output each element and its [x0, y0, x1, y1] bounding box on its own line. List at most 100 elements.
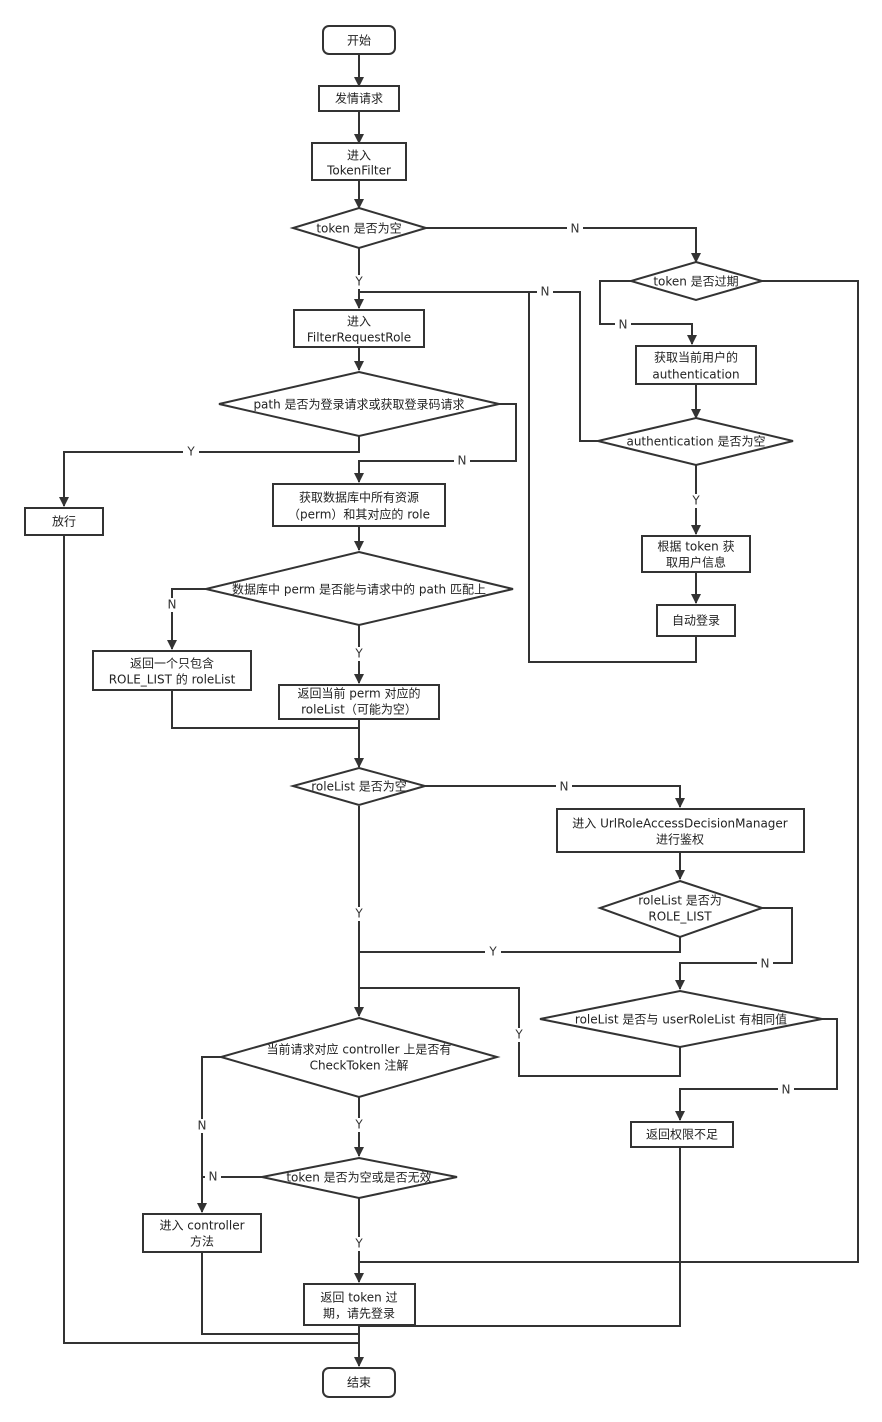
edge-denied-to-end	[359, 1147, 681, 1327]
edge-pathcheck-yes	[59, 436, 360, 507]
label-pathcheck-yes: Y	[186, 445, 195, 459]
node-permission-denied: 返回权限不足	[630, 1121, 734, 1148]
edge-rolelistempty-no	[425, 785, 685, 808]
node-auth-empty: authentication 是否为空	[597, 416, 794, 467]
node-release-label: 放行	[52, 514, 76, 529]
node-token-expired-label: token 是否过期	[653, 275, 738, 289]
node-enter-filter-request-role: 进入 FilterRequestRole	[293, 309, 425, 348]
edge-tokenexpired-no	[599, 280, 697, 345]
node-get-all-resources-line1: 获取数据库中所有资源	[299, 490, 419, 505]
node-return-token-expired: 返回 token 过 期，请先登录	[303, 1283, 416, 1326]
node-return-role-list-only-line2: ROLE_LIST 的 roleList	[109, 672, 236, 687]
node-send-request-label: 发情请求	[335, 91, 383, 106]
edge-controller-to-end	[201, 1252, 359, 1335]
node-get-current-auth: 获取当前用户的 authentication	[635, 345, 757, 385]
node-get-all-resources-line2: （perm）和其对应的 role	[288, 507, 430, 522]
label-tokeninvalid-no: N	[209, 1170, 218, 1184]
node-start: 开始	[322, 25, 396, 55]
edge-matchuser-yes	[359, 987, 681, 1077]
node-get-user-by-token-line1: 根据 token 获	[657, 540, 734, 554]
node-return-role-list-only: 返回一个只包含 ROLE_LIST 的 roleList	[92, 650, 252, 691]
node-token-empty-label: token 是否为空	[316, 222, 401, 236]
node-token-empty-or-invalid-label: token 是否为空或是否无效	[286, 1170, 431, 1185]
node-path-login-check-label: path 是否为登录请求或获取登录码请求	[253, 397, 464, 412]
edge-release-to-end	[63, 535, 359, 1344]
node-token-empty-or-invalid: token 是否为空或是否无效	[261, 1156, 458, 1200]
label-tokenexpired-no: N	[619, 318, 628, 332]
node-end: 结束	[322, 1367, 396, 1398]
label-tokeninvalid-yes: Y	[354, 1237, 363, 1251]
node-enter-url-role-manager-line1: 进入 UrlRoleAccessDecisionManager	[572, 817, 788, 831]
label-checktoken-yes: Y	[354, 1118, 363, 1132]
label-permmatch-no: N	[168, 598, 177, 612]
label-rolelistempty-yes: Y	[354, 907, 363, 921]
node-enter-controller-line2: 方法	[190, 1234, 214, 1249]
node-end-label: 结束	[347, 1376, 371, 1390]
label-matchuser-yes: Y	[514, 1028, 523, 1042]
node-enter-url-role-manager-line2: 进行鉴权	[656, 833, 704, 847]
node-start-label: 开始	[347, 34, 371, 48]
edge-matchuser-no	[675, 1018, 838, 1121]
edge-pathcheck-no	[354, 403, 517, 483]
edge-authempty-no	[359, 291, 598, 442]
node-role-list-match-user: roleList 是否与 userRoleList 有相同值	[539, 989, 823, 1049]
edge-isrolelist-no	[675, 907, 793, 990]
edge-autologin-to-filterrole	[528, 292, 697, 663]
node-enter-url-role-manager: 进入 UrlRoleAccessDecisionManager 进行鉴权	[556, 808, 805, 853]
node-enter-token-filter-line1: 进入	[347, 149, 371, 163]
label-checktoken-no: N	[198, 1119, 207, 1133]
node-get-user-by-token-line2: 取用户信息	[666, 555, 726, 570]
edge-tokenempty-no	[426, 227, 701, 263]
node-checktoken-annotation-line2: CheckToken 注解	[310, 1058, 409, 1073]
label-pathcheck-no: N	[458, 454, 467, 468]
node-return-role-list-only-line1: 返回一个只包含	[130, 656, 214, 671]
label-rolelistempty-no: N	[560, 780, 569, 794]
label-isrolelist-no: N	[761, 957, 770, 971]
node-return-perm-role-list-line2: roleList（可能为空）	[301, 703, 417, 717]
node-path-login-check: path 是否为登录请求或获取登录码请求	[218, 370, 500, 438]
node-role-list-is-role-list: roleList 是否为 ROLE_LIST	[596, 879, 766, 939]
node-get-user-by-token: 根据 token 获 取用户信息	[641, 535, 751, 573]
label-isrolelist-yes: Y	[488, 945, 497, 959]
label-authempty-no: N	[541, 285, 550, 299]
node-checktoken-annotation-line1: 当前请求对应 controller 上是否有	[267, 1042, 452, 1057]
node-return-token-expired-line1: 返回 token 过	[320, 1291, 397, 1305]
node-enter-controller-line1: 进入 controller	[159, 1219, 244, 1233]
flow-edges	[59, 54, 859, 1367]
node-auto-login-label: 自动登录	[672, 613, 720, 628]
flow-nodes: 开始 发情请求 进入 TokenFilter token 是否为空 token …	[24, 25, 823, 1398]
node-get-current-auth-line1: 获取当前用户的	[654, 350, 738, 365]
edge-rolelistonly-to-merge	[171, 690, 359, 729]
node-role-list-empty-label: roleList 是否为空	[311, 780, 407, 794]
edge-checktoken-no	[197, 1056, 221, 1213]
node-get-current-auth-line2: authentication	[652, 368, 739, 382]
node-permission-denied-label: 返回权限不足	[646, 1128, 718, 1142]
label-matchuser-no: N	[782, 1083, 791, 1097]
node-return-perm-role-list-line1: 返回当前 perm 对应的	[297, 686, 420, 701]
label-tokenempty-no: N	[571, 222, 580, 236]
node-return-perm-role-list: 返回当前 perm 对应的 roleList（可能为空）	[278, 684, 440, 720]
edge-isrolelist-yes	[359, 937, 681, 953]
node-release: 放行	[24, 507, 104, 536]
node-role-list-is-role-list-line2: ROLE_LIST	[648, 910, 712, 924]
edge-permmatch-no	[167, 588, 206, 650]
node-enter-filter-request-role-line1: 进入	[347, 315, 371, 329]
label-permmatch-yes: Y	[354, 647, 363, 661]
node-auth-empty-label: authentication 是否为空	[626, 435, 765, 449]
node-role-list-empty: roleList 是否为空	[289, 766, 429, 807]
label-tokenempty-yes: Y	[354, 275, 363, 289]
node-perm-match-label: 数据库中 perm 是否能与请求中的 path 匹配上	[232, 582, 486, 597]
node-enter-token-filter-line2: TokenFilter	[326, 164, 391, 178]
edge-tokenexpired-yes	[359, 280, 859, 1263]
node-checktoken-annotation: 当前请求对应 controller 上是否有 CheckToken 注解	[217, 1016, 501, 1099]
node-token-expired: token 是否过期	[627, 260, 766, 302]
node-perm-match: 数据库中 perm 是否能与请求中的 path 匹配上	[205, 550, 514, 627]
node-enter-filter-request-role-line2: FilterRequestRole	[307, 331, 411, 345]
label-authempty-yes: Y	[691, 494, 700, 508]
node-send-request: 发情请求	[318, 85, 400, 112]
node-role-list-match-user-label: roleList 是否与 userRoleList 有相同值	[575, 1012, 787, 1027]
node-enter-token-filter: 进入 TokenFilter	[311, 142, 407, 181]
node-auto-login: 自动登录	[656, 604, 736, 637]
edge-labels: N Y N N Y Y N N Y N Y Y N Y N N Y N Y	[164, 221, 794, 1251]
